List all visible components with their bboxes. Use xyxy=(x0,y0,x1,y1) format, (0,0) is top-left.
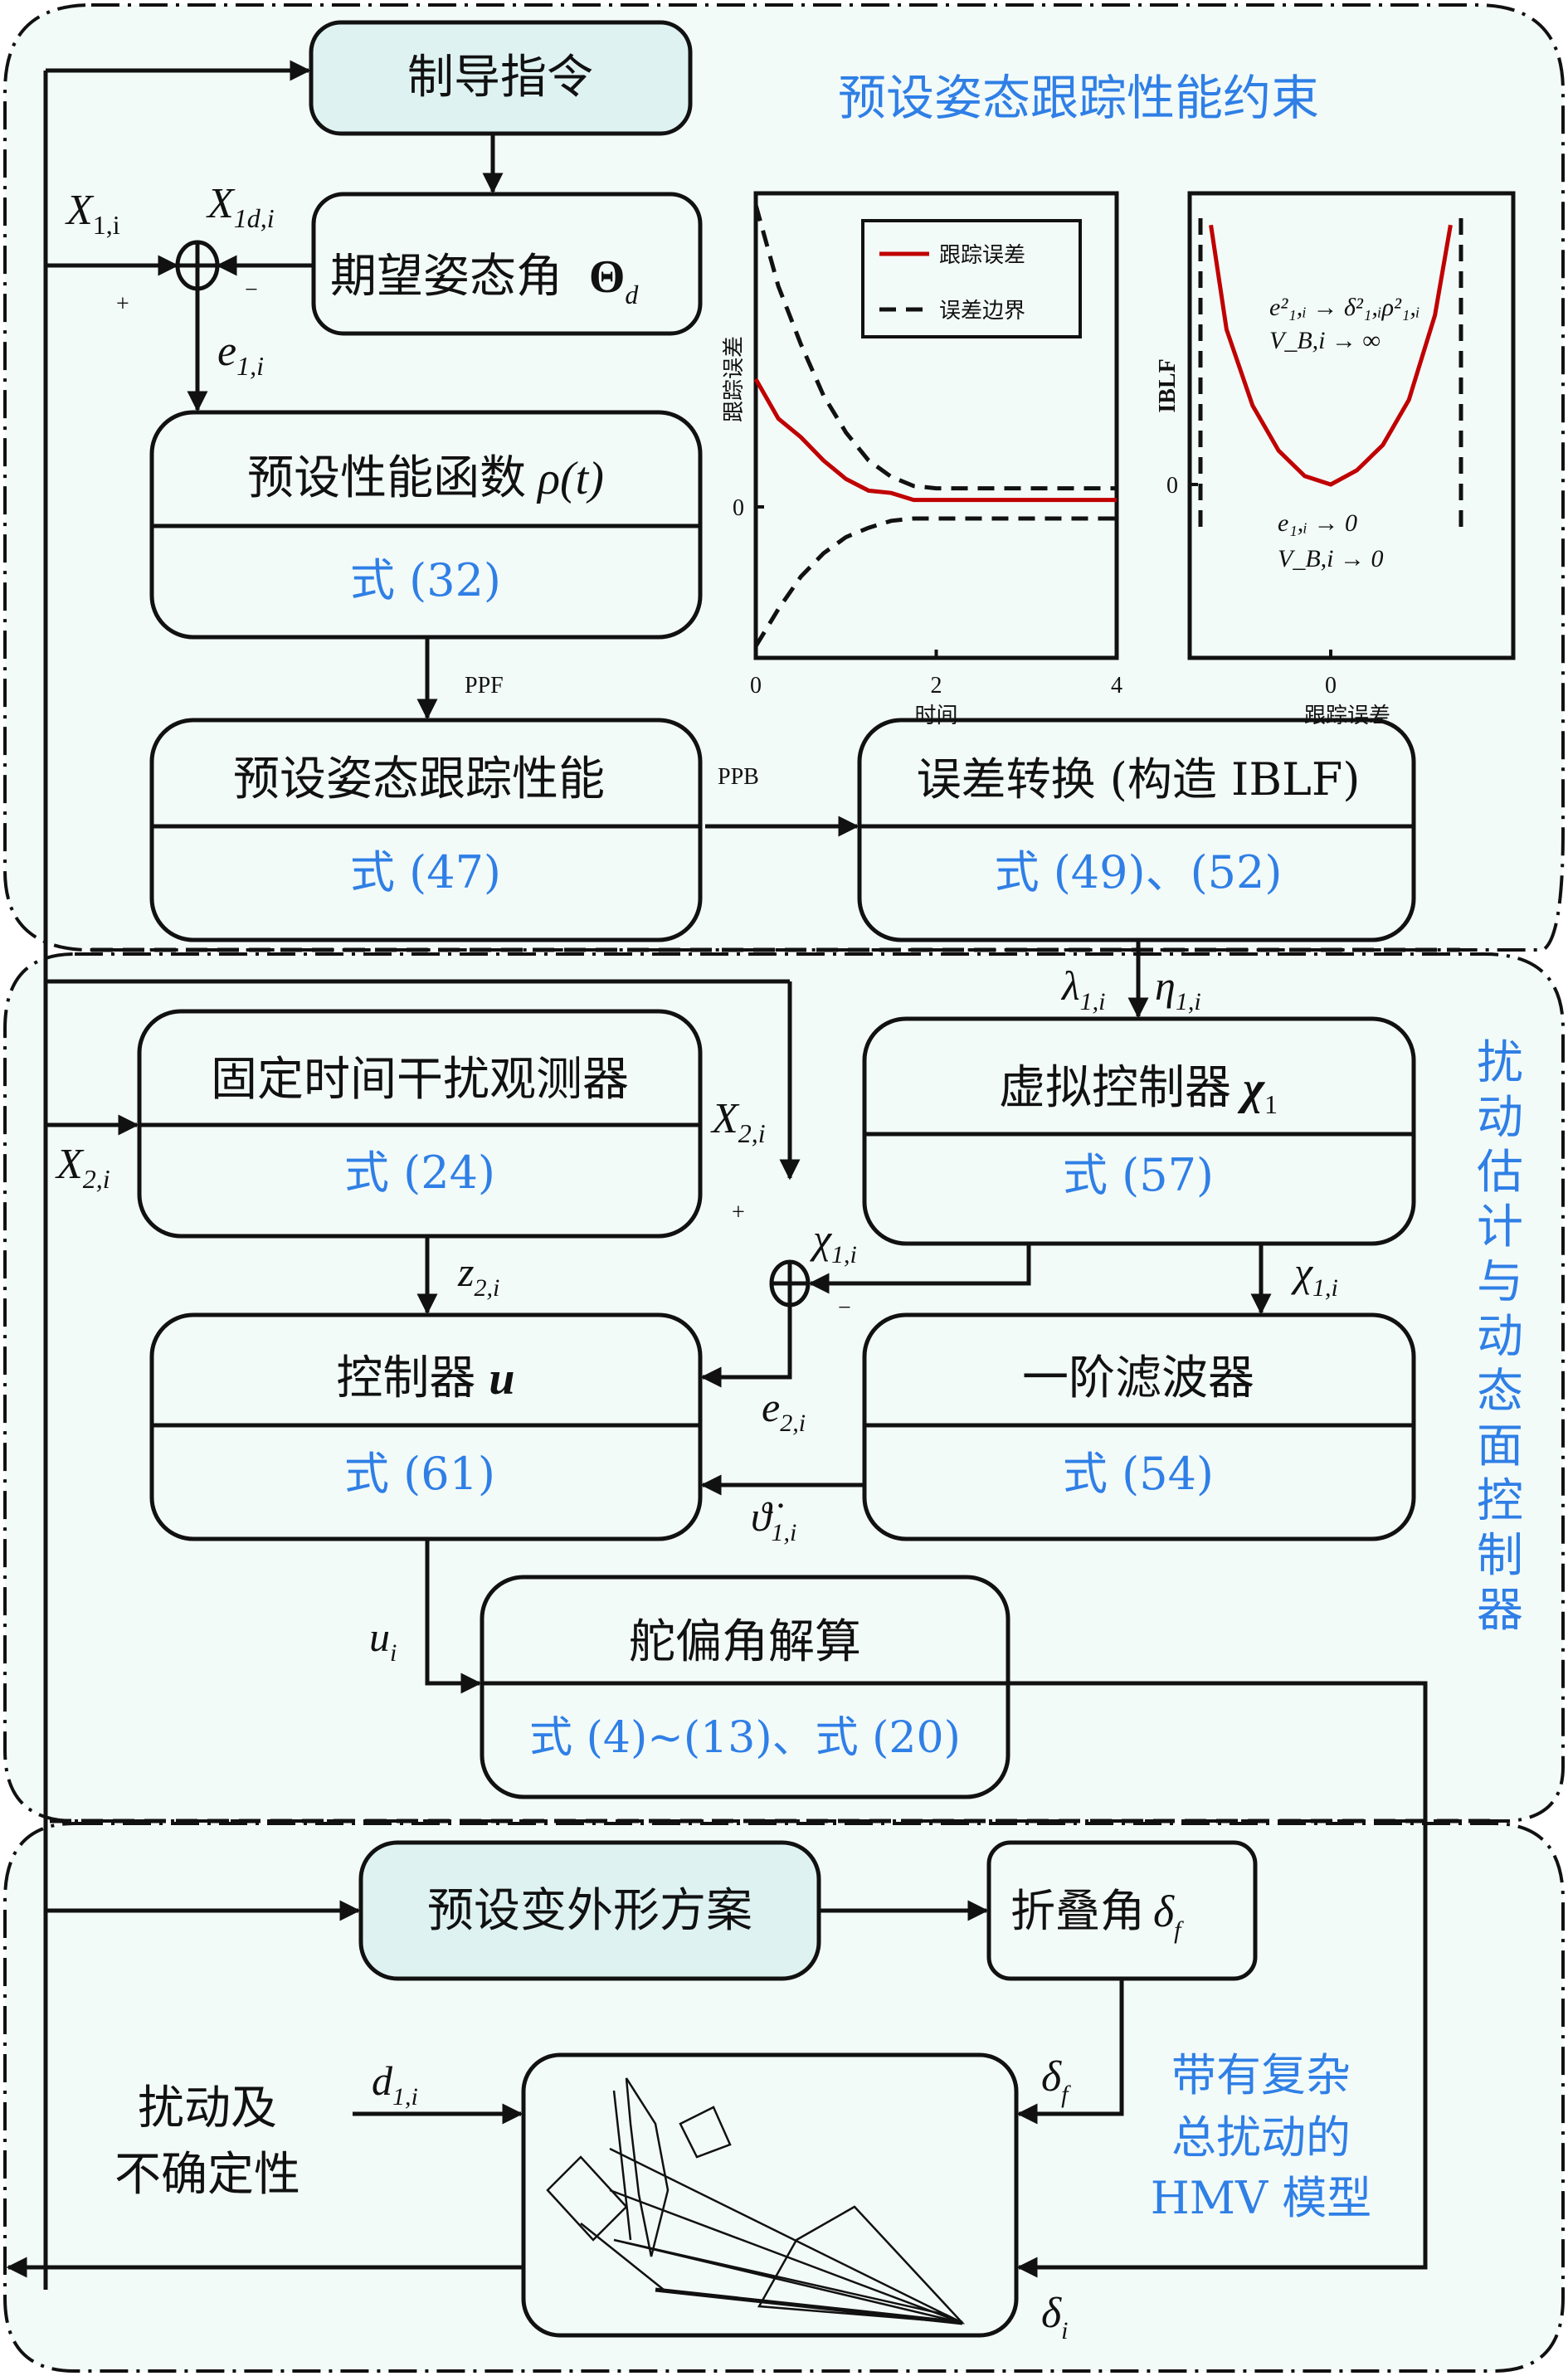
hmv-model-block[interactable] xyxy=(521,2052,1019,2338)
plot2-annotation: e²₁,ᵢ → δ²₁,ᵢρ²₁,ᵢ xyxy=(1269,294,1420,321)
iblf-curve xyxy=(1209,224,1453,487)
disturbance-label-1: 扰动及 xyxy=(138,2081,277,2135)
signal-z2: z2,i xyxy=(457,1249,499,1302)
sign-plus-2: + xyxy=(732,1200,745,1225)
region-title-char: 计 xyxy=(1477,1200,1523,1254)
region-title-char: 估 xyxy=(1477,1146,1523,1200)
arrow-e2-to-controller xyxy=(700,1305,792,1388)
plot1-xtick: 4 xyxy=(1111,673,1122,699)
region-title-char: 与 xyxy=(1477,1255,1523,1309)
ppb-eq: 式 (47) xyxy=(350,846,501,898)
delta-i-bus xyxy=(1008,1681,1428,2278)
arrow-fold-to-hmv xyxy=(1016,1979,1124,2125)
region-title-char: 制 xyxy=(1477,1529,1523,1583)
signal-eta: η1,i xyxy=(1155,962,1201,1015)
morph-label: 预设变外形方案 xyxy=(427,1884,752,1938)
plot2-ytick: 0 xyxy=(1166,473,1178,499)
sign-minus-2: − xyxy=(838,1295,851,1321)
signal-chi-sum: χ1,i xyxy=(810,1215,857,1268)
signal-x2-in: X2,i xyxy=(55,1141,110,1194)
plot1-ylabel: 跟踪误差 xyxy=(722,336,747,422)
rudder-label: 舵偏角解算 xyxy=(629,1615,861,1669)
desired-attitude-label: 期望姿态角 Θd xyxy=(330,250,639,309)
hmv-caption-2: 总扰动的 xyxy=(1171,2111,1351,2164)
hmv-caption-1: 带有复杂 xyxy=(1171,2049,1351,2101)
virtual-controller-block[interactable] xyxy=(862,1016,1416,1246)
sum-node-2 xyxy=(769,1259,811,1307)
plot1-xlabel: 时间 xyxy=(914,704,957,728)
region-title-char: 面 xyxy=(1477,1419,1523,1473)
arrow-chi-to-sum xyxy=(808,1244,1031,1294)
plot2-frame xyxy=(1187,191,1516,660)
hmv-aircraft-icon xyxy=(546,2077,966,2325)
error-bound-line xyxy=(753,204,1117,491)
signal-ppb: PPB xyxy=(718,764,759,790)
error-bound-line xyxy=(753,516,1117,648)
plot2-ylabel: IBLF xyxy=(1155,358,1181,412)
signal-e2: e2,i xyxy=(762,1384,806,1437)
signal-d1: d1,i xyxy=(372,2057,418,2111)
virtual-controller-eq: 式 (57) xyxy=(1063,1149,1214,1201)
signal-x2-sum: X2,i xyxy=(710,1095,766,1148)
plot1-xtick: 2 xyxy=(931,673,942,699)
region-title-char: 动 xyxy=(1477,1310,1523,1364)
legend-label-error: 跟踪误差 xyxy=(939,243,1025,268)
region-title-char: 扰 xyxy=(1477,1036,1523,1090)
sign-plus-1: + xyxy=(116,291,129,317)
observer-eq: 式 (24) xyxy=(344,1147,495,1199)
disturbance-label-2: 不确定性 xyxy=(114,2148,300,2202)
region-title-performance: 预设姿态跟踪性能约束 xyxy=(838,70,1319,126)
ppb-label: 预设姿态跟踪性能 xyxy=(233,752,605,806)
arrow-u-to-rudder xyxy=(425,1539,482,1694)
plot2-xtick: 0 xyxy=(1325,673,1337,699)
legend-label-bound: 误差边界 xyxy=(939,299,1025,324)
guidance-label: 制导指令 xyxy=(407,51,593,105)
controller-eq: 式 (61) xyxy=(344,1448,495,1500)
iblf-plot: 0 0 跟踪误差 IBLF e²₁,ᵢ → δ²₁,ᵢρ²₁,ᵢV_B,i → ∞ e₁,… xyxy=(1155,191,1516,728)
signal-x1d: X1d,i xyxy=(206,180,275,233)
sign-minus-1: − xyxy=(245,277,258,303)
tracking-error-line xyxy=(753,377,1117,503)
observer-label: 固定时间干扰观测器 xyxy=(211,1053,629,1107)
plot1-xtick: 0 xyxy=(750,673,762,699)
plot1-ytick: 0 xyxy=(733,495,744,521)
signal-delta-i: δi xyxy=(1041,2290,1069,2344)
guidance-block[interactable] xyxy=(309,20,693,136)
plot2-xlabel: 跟踪误差 xyxy=(1304,704,1390,728)
signal-chi-filter: χ1,i xyxy=(1291,1249,1338,1302)
plot2-annotation: V_B,i → ∞ xyxy=(1269,327,1381,354)
signal-ppf: PPF xyxy=(465,673,504,699)
plot2-annotation: e₁,ᵢ → 0 xyxy=(1278,509,1357,537)
ppf-eq: 式 (32) xyxy=(350,554,501,606)
region-title-char: 器 xyxy=(1477,1584,1523,1638)
signal-u: ui xyxy=(369,1614,397,1667)
signal-x1: X1,i xyxy=(65,187,120,240)
rudder-block[interactable] xyxy=(480,1575,1010,1799)
iblf-label: 误差转换 (构造 IBLF) xyxy=(917,753,1361,806)
rudder-eq: 式 (4)~(13)、式 (20) xyxy=(529,1713,961,1763)
signal-e1: e1,i xyxy=(217,328,264,381)
hmv-caption-3: HMV 模型 xyxy=(1151,2172,1372,2224)
sum-node-1 xyxy=(175,240,220,291)
region-title-char: 动 xyxy=(1477,1091,1523,1145)
region-title-char: 控 xyxy=(1477,1474,1523,1528)
signal-lambda: λ1,i xyxy=(1060,962,1106,1015)
filter-label: 一阶滤波器 xyxy=(1022,1351,1254,1405)
ppb-block[interactable] xyxy=(149,718,703,942)
filter-eq: 式 (54) xyxy=(1063,1448,1214,1500)
iblf-eq: 式 (49)、(52) xyxy=(995,846,1283,898)
region-title-char: 态 xyxy=(1477,1365,1523,1419)
plot2-annotation: V_B,i → 0 xyxy=(1278,545,1384,572)
